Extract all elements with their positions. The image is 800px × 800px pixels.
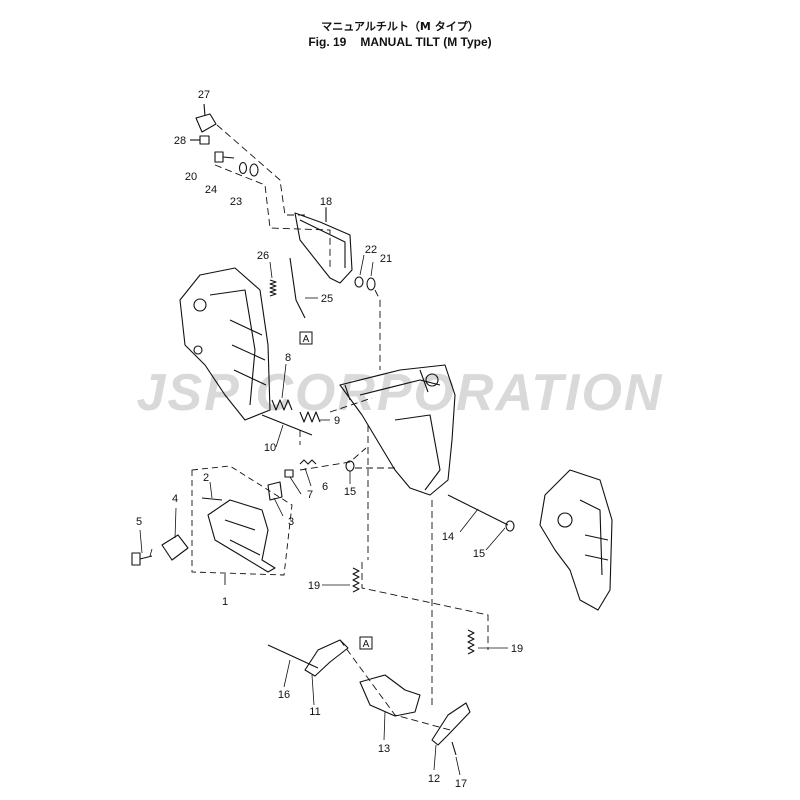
ref-box-a-lower: A	[363, 639, 370, 650]
part-1-lever-assembly	[207, 499, 276, 573]
swivel-bracket	[339, 364, 456, 496]
watermark: JSP CORPORATION	[137, 364, 664, 422]
callout-28: 28	[174, 135, 186, 147]
callout-16: 16	[278, 689, 290, 701]
callout-25: 25	[321, 293, 333, 305]
part-19-spring-left	[352, 567, 360, 593]
part-13-bracket	[359, 674, 421, 717]
watermark-text: JSP CORPORATION	[137, 364, 664, 422]
callout-21: 21	[380, 253, 392, 265]
callout-18: 18	[320, 196, 332, 208]
callout-27: 27	[198, 89, 210, 101]
part-22-collar	[354, 276, 364, 288]
leader-lines	[139, 207, 508, 776]
part-14-shaft	[447, 494, 509, 526]
assembly-1-outline	[191, 465, 293, 585]
figure-number: Fig. 19	[308, 35, 347, 49]
part-5-screw	[131, 552, 153, 566]
part-4-plate	[161, 534, 189, 561]
part-15-nut-lower	[505, 520, 515, 532]
callouts: 27 28 20 24 23 18 22 21 26 25 8 9 10 6 7…	[136, 89, 523, 790]
part-16-rod	[267, 644, 319, 669]
part-6-spring	[299, 459, 317, 465]
title-english-line: Fig. 19 MANUAL TILT (M Type)	[0, 35, 800, 49]
callout-24: 24	[205, 184, 217, 196]
callout-15-lower: 15	[473, 548, 485, 560]
callout-14: 14	[442, 531, 454, 543]
part-15-nut-upper	[345, 460, 355, 472]
assembly-lines	[214, 124, 489, 731]
part-24-washer	[238, 161, 248, 175]
callout-15-upper: 15	[344, 486, 356, 498]
part-12-link	[431, 702, 471, 746]
callout-1: 1	[222, 596, 228, 608]
part-9-spring	[299, 411, 321, 423]
part-20-bolt	[214, 151, 235, 163]
callout-20: 20	[185, 171, 197, 183]
title-japanese: マニュアルチルト（M タイプ）	[321, 20, 479, 33]
part-28-pin	[190, 135, 210, 145]
part-11-link	[304, 639, 349, 677]
callout-22: 22	[365, 244, 377, 256]
part-19-spring-right	[467, 629, 475, 655]
ref-box-a-upper: A	[303, 334, 310, 345]
callout-19-left: 19	[308, 580, 320, 592]
part-23-washer	[249, 163, 259, 177]
callout-10: 10	[264, 442, 276, 454]
part-26-spring	[269, 279, 277, 297]
part-3-sleeve	[267, 481, 283, 501]
callout-13: 13	[378, 743, 390, 755]
callout-5: 5	[136, 516, 142, 528]
callout-6: 6	[322, 481, 328, 493]
callout-19-right: 19	[511, 643, 523, 655]
left-clamp-bracket	[179, 267, 271, 421]
part-17-pin	[451, 741, 457, 756]
callout-2: 2	[203, 472, 209, 484]
part-8-spring	[271, 399, 293, 411]
callout-8: 8	[285, 352, 291, 364]
part-21-washer	[366, 277, 376, 291]
part-25-rod	[289, 257, 306, 319]
figure-title: MANUAL TILT (M Type)	[360, 35, 492, 49]
callout-3: 3	[288, 516, 294, 528]
right-clamp-bracket	[539, 469, 613, 611]
callout-11: 11	[309, 706, 320, 718]
callout-23: 23	[230, 196, 242, 208]
part-10-rod	[261, 414, 313, 436]
reference-boxes: A A	[299, 331, 373, 650]
parts	[131, 103, 613, 756]
part-27-clip	[195, 103, 217, 133]
callout-9: 9	[334, 415, 340, 427]
part-18-lever	[294, 208, 353, 284]
callout-12: 12	[428, 773, 440, 785]
part-7-bolt	[284, 469, 294, 478]
callout-4: 4	[172, 493, 178, 505]
callout-7: 7	[307, 489, 313, 501]
callout-17: 17	[455, 778, 467, 790]
callout-26: 26	[257, 250, 269, 262]
part-2-pin	[201, 497, 223, 501]
